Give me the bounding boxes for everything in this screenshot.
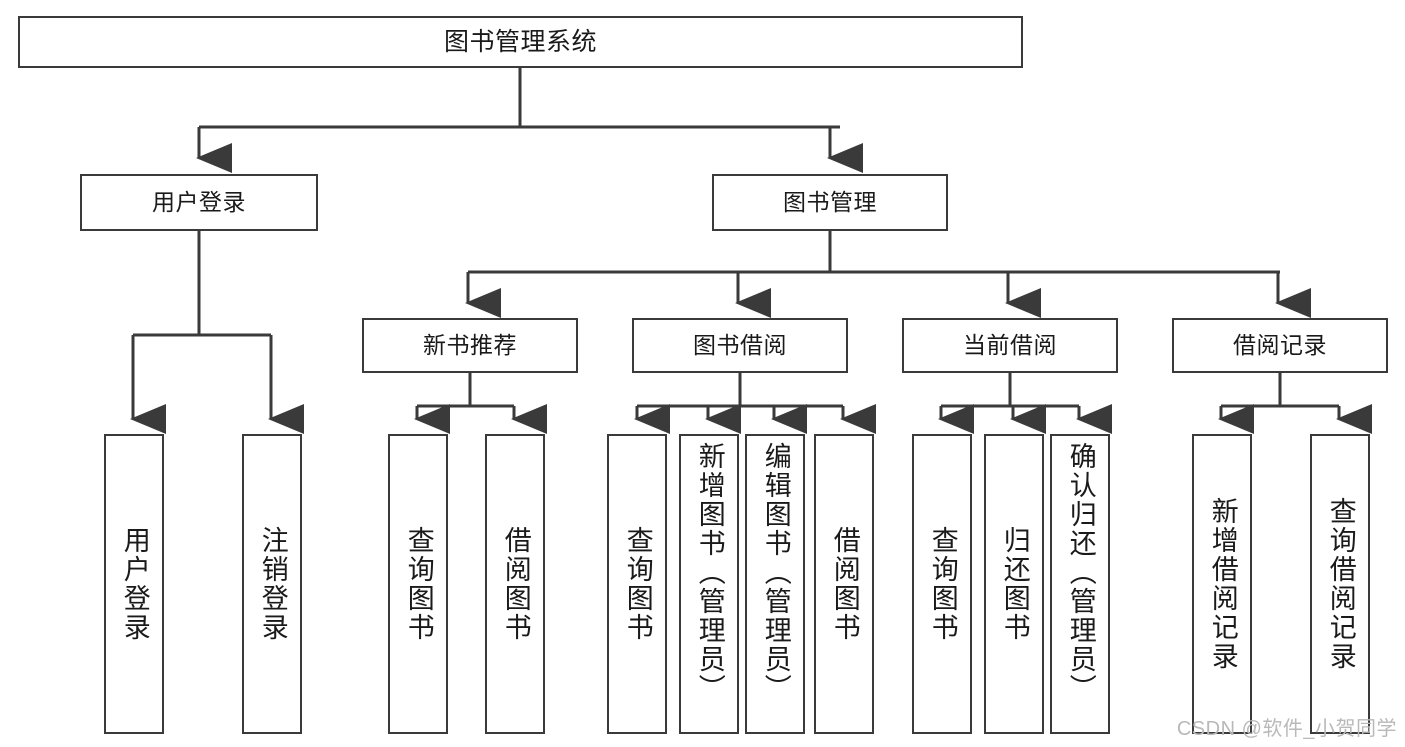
node-leaf-query-book-1[interactable]: 查询图书 <box>388 434 448 734</box>
node-leaf-borrow-book-2[interactable]: 借阅图书 <box>814 434 874 734</box>
node-label: 查询图书 <box>622 526 653 642</box>
node-label: 注销登录 <box>257 526 288 642</box>
node-book-borrow[interactable]: 图书借阅 <box>632 318 848 373</box>
node-label: 用户登录 <box>119 526 150 642</box>
node-borrow-record[interactable]: 借阅记录 <box>1172 318 1388 373</box>
node-label: 借阅记录 <box>1233 332 1327 359</box>
node-leaf-query-book-2[interactable]: 查询图书 <box>607 434 667 734</box>
node-leaf-confirm-return[interactable]: 确认归还（管理员） <box>1050 434 1110 734</box>
node-user-login[interactable]: 用户登录 <box>80 174 318 231</box>
node-label: 借阅图书 <box>829 526 860 642</box>
node-book-manage[interactable]: 图书管理 <box>712 174 948 231</box>
node-label: 图书管理 <box>783 189 877 216</box>
node-root-system[interactable]: 图书管理系统 <box>18 16 1023 68</box>
node-label: 查询借阅记录 <box>1325 497 1356 671</box>
node-label: 新书推荐 <box>423 332 517 359</box>
node-label: 查询图书 <box>403 526 434 642</box>
node-label: 图书管理系统 <box>443 27 597 56</box>
node-label: 借阅图书 <box>500 526 531 642</box>
node-leaf-add-book-admin[interactable]: 新增图书（管理员） <box>679 434 739 734</box>
node-label: 新增借阅记录 <box>1207 497 1238 671</box>
node-label: 编辑图书（管理员） <box>760 442 791 703</box>
node-current-borrow[interactable]: 当前借阅 <box>902 318 1118 373</box>
node-leaf-query-book-3[interactable]: 查询图书 <box>912 434 972 734</box>
node-leaf-add-borrow-record[interactable]: 新增借阅记录 <box>1192 434 1252 734</box>
node-label: 确认归还（管理员） <box>1065 442 1096 703</box>
node-label: 当前借阅 <box>963 332 1057 359</box>
node-label: 归还图书 <box>999 526 1030 642</box>
node-leaf-return-book[interactable]: 归还图书 <box>984 434 1044 734</box>
node-label: 新增图书（管理员） <box>694 442 725 703</box>
watermark: CSDN @软件_小贺同学 <box>1176 718 1397 740</box>
node-label: 图书借阅 <box>693 332 787 359</box>
node-new-book-recommend[interactable]: 新书推荐 <box>362 318 578 373</box>
node-leaf-query-borrow-record[interactable]: 查询借阅记录 <box>1310 434 1370 734</box>
node-label: 用户登录 <box>152 189 246 216</box>
node-leaf-edit-book-admin[interactable]: 编辑图书（管理员） <box>745 434 805 734</box>
node-leaf-user-login[interactable]: 用户登录 <box>104 434 164 734</box>
node-leaf-logout-login[interactable]: 注销登录 <box>242 434 302 734</box>
node-label: 查询图书 <box>927 526 958 642</box>
node-leaf-borrow-book-1[interactable]: 借阅图书 <box>485 434 545 734</box>
